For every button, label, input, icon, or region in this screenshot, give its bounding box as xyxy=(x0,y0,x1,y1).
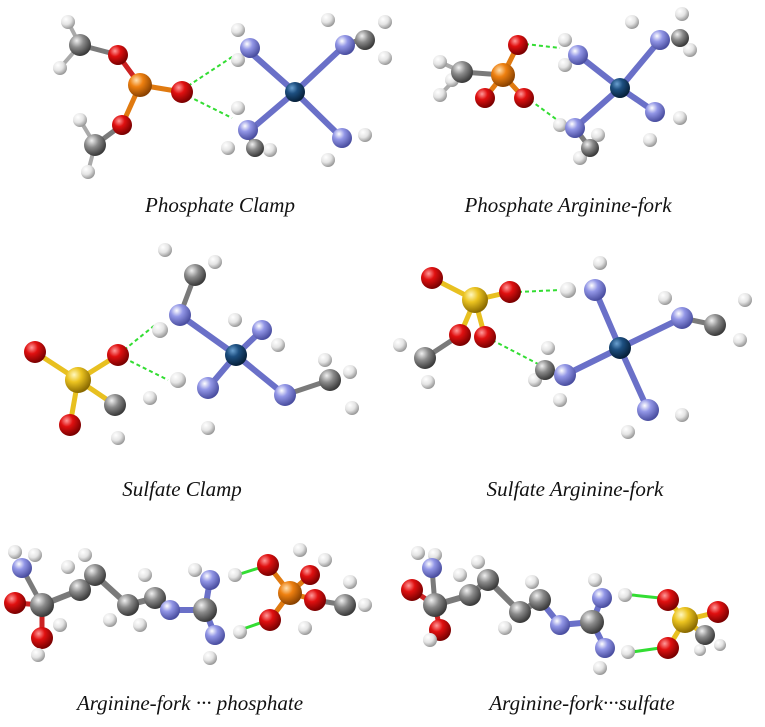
caption-phosphate-clamp: Phosphate Clamp xyxy=(144,193,295,217)
panel-sulfate-clamp xyxy=(24,243,359,445)
panel-argfork-sulfate xyxy=(401,546,729,675)
panel-argfork-phosphate xyxy=(4,543,372,665)
caption-argfork-phosphate: Arginine-fork ··· phosphate xyxy=(75,691,303,715)
caption-argfork-sulfate: Arginine-fork···sulfate xyxy=(487,691,674,715)
panel-phosphate-fork xyxy=(433,7,697,165)
panel-phosphate-clamp xyxy=(53,13,392,179)
caption-sulfate-fork: Sulfate Arginine-fork xyxy=(487,477,664,501)
caption-phosphate-fork: Phosphate Arginine-fork xyxy=(463,193,672,217)
caption-sulfate-clamp: Sulfate Clamp xyxy=(122,477,242,501)
panel-sulfate-fork xyxy=(393,256,752,439)
